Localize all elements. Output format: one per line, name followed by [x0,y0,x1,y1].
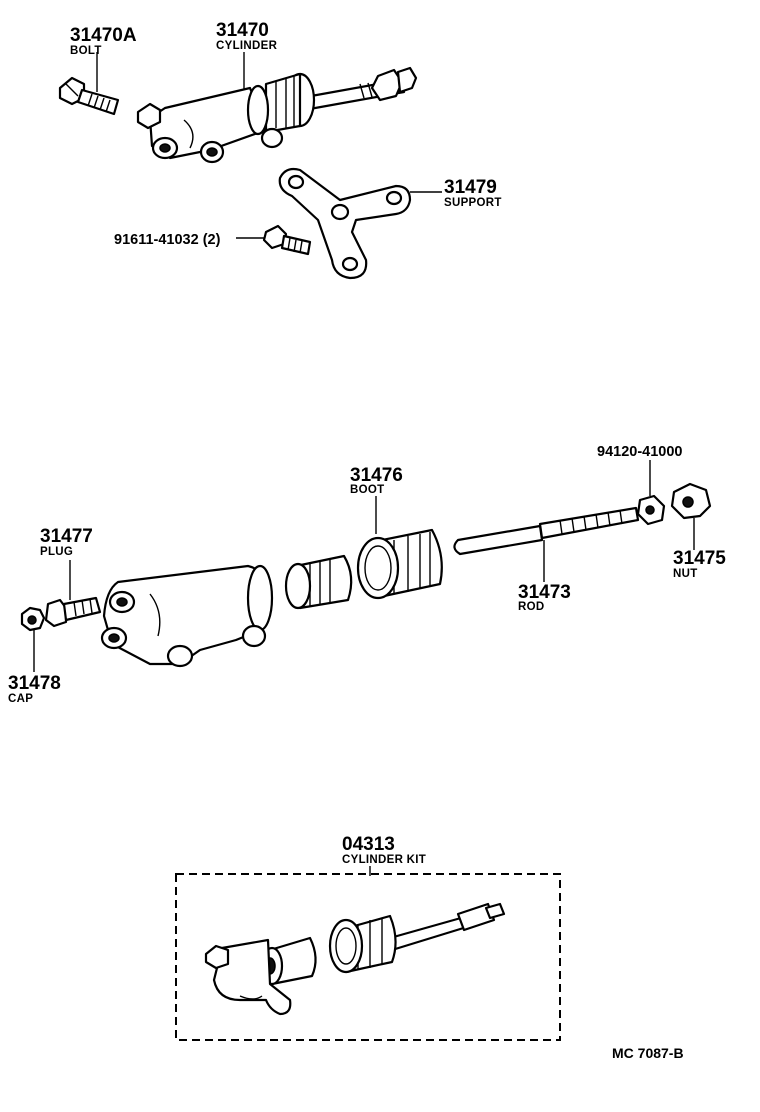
label-31470a-name: BOLT [70,45,102,57]
support-31479 [278,167,412,280]
boot-31476 [356,528,443,600]
nut-31475 [670,482,712,520]
cylinder-kit-parts [204,902,506,1016]
reference-code: MC 7087-B [612,1045,684,1061]
piston [284,554,353,610]
label-31475-number: 31475 [673,548,726,569]
label-31478-name: CAP [8,693,33,705]
rod-31473 [453,506,640,556]
label-91611-number: 91611-41032 (2) [114,232,221,248]
label-31470-number: 31470 [216,20,269,41]
bolt-31470a [58,76,120,116]
label-04313-number: 04313 [342,834,395,855]
label-31477-number: 31477 [40,526,93,547]
label-31477-name: PLUG [40,546,73,558]
label-31473-number: 31473 [518,582,571,603]
label-04313-name: CYLINDER KIT [342,854,426,866]
cylinder-31470 [136,66,418,164]
label-31473-name: ROD [518,601,544,613]
label-31478-number: 31478 [8,673,61,694]
label-31470a-number: 31470A [70,25,137,46]
plug-31477 [44,596,102,628]
label-31479-name: SUPPORT [444,197,502,209]
label-31476-number: 31476 [350,465,403,486]
cap-31478 [20,606,46,632]
label-31475-name: NUT [673,568,698,580]
bolt-91611 [262,224,312,256]
label-31470-name: CYLINDER [216,40,278,52]
cylinder-body [100,564,274,668]
cylinder-kit-box [175,873,561,1041]
nut-94120 [636,494,666,526]
label-31479-number: 31479 [444,177,497,198]
label-94120-number: 94120-41000 [597,444,682,460]
label-31476-name: BOOT [350,484,384,496]
